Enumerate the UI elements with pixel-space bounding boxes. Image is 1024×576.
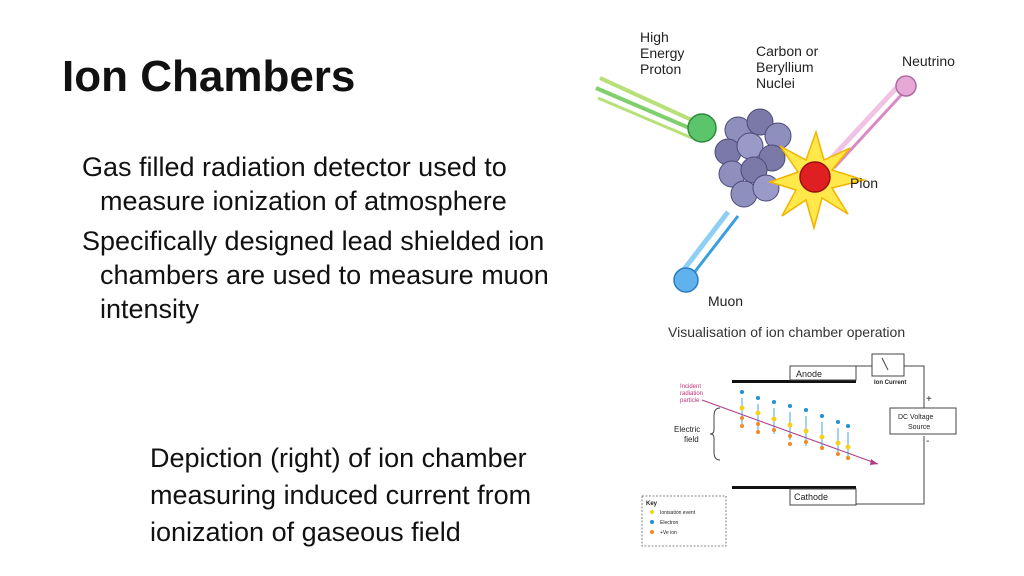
dc-voltage-label-1: DC Voltage xyxy=(898,414,934,421)
label-nuclei-2: Beryllium xyxy=(756,59,814,75)
cathode-label: Cathode xyxy=(794,492,828,502)
cathode-plate xyxy=(732,486,856,489)
anode-plate xyxy=(732,380,856,383)
label-neutrino: Neutrino xyxy=(902,53,955,69)
key-label-ion: +Ve ion xyxy=(660,530,677,536)
ion-chamber-diagram: Anode Cathode Ion Current + DC Voltage S… xyxy=(641,353,957,547)
meter-needle xyxy=(881,357,889,371)
circuit-wire-bottom xyxy=(856,436,925,505)
nuclei-cluster xyxy=(714,108,792,208)
incident-label-1: Incident xyxy=(680,384,701,390)
key-label-electron: Electron xyxy=(660,520,679,526)
anode-label: Anode xyxy=(796,369,822,379)
label-proton-3: Proton xyxy=(640,61,681,77)
ion-current-label: Ion Current xyxy=(874,380,906,386)
label-proton-2: Energy xyxy=(640,45,684,61)
muon-particle xyxy=(673,267,699,293)
ion-chamber-figure-title: Visualisation of ion chamber operation xyxy=(668,324,906,340)
label-nuclei-1: Carbon or xyxy=(756,43,819,59)
plus-sign: + xyxy=(926,394,932,405)
key-swatch-ionisation xyxy=(650,510,654,514)
cosmic-ray-illustration: High Energy Proton Carbon or Beryllium N… xyxy=(595,29,955,309)
bullet-list: Gas filled radiation detector used to me… xyxy=(82,150,562,332)
bullet-lead-shielded: Specifically designed lead shielded ion … xyxy=(82,226,549,324)
minus-sign: - xyxy=(926,436,929,447)
pion-particle xyxy=(799,161,831,193)
anode-box xyxy=(789,365,857,381)
ion-current-meter xyxy=(871,353,905,377)
incident-label-3: particle xyxy=(680,398,700,404)
key-swatch-electron xyxy=(650,520,654,524)
neutrino-particle xyxy=(895,75,917,97)
label-muon: Muon xyxy=(708,293,743,309)
field-bracket xyxy=(709,407,721,461)
label-pion: Pion xyxy=(850,175,878,191)
label-nuclei-3: Nuclei xyxy=(756,75,795,91)
key-label-ionisation: Ionisation event xyxy=(660,510,696,516)
ionisation-events xyxy=(739,390,851,460)
electric-field-label-2: field xyxy=(684,435,699,444)
incident-label-2: radiation xyxy=(680,391,703,397)
key-box xyxy=(641,495,727,547)
bullet-gas-detector: Gas filled radiation detector used to me… xyxy=(82,152,507,216)
figure-caption: Depiction (right) of ion chamber measuri… xyxy=(150,443,532,547)
dc-voltage-label-2: Source xyxy=(908,424,930,431)
dc-voltage-source-box xyxy=(889,407,957,435)
cathode-box xyxy=(789,488,857,506)
proton-trail xyxy=(595,76,697,140)
muon-trail xyxy=(680,210,740,279)
neutrino-trail xyxy=(824,82,906,170)
key-swatch-ion xyxy=(650,530,654,534)
incident-arrowhead xyxy=(870,459,878,465)
electric-field-label-1: Electric xyxy=(674,425,700,434)
proton-particle xyxy=(687,113,717,143)
slide-title: Ion Chambers xyxy=(62,52,356,101)
label-proton-1: High xyxy=(640,29,669,45)
key-title: Key xyxy=(646,501,658,507)
